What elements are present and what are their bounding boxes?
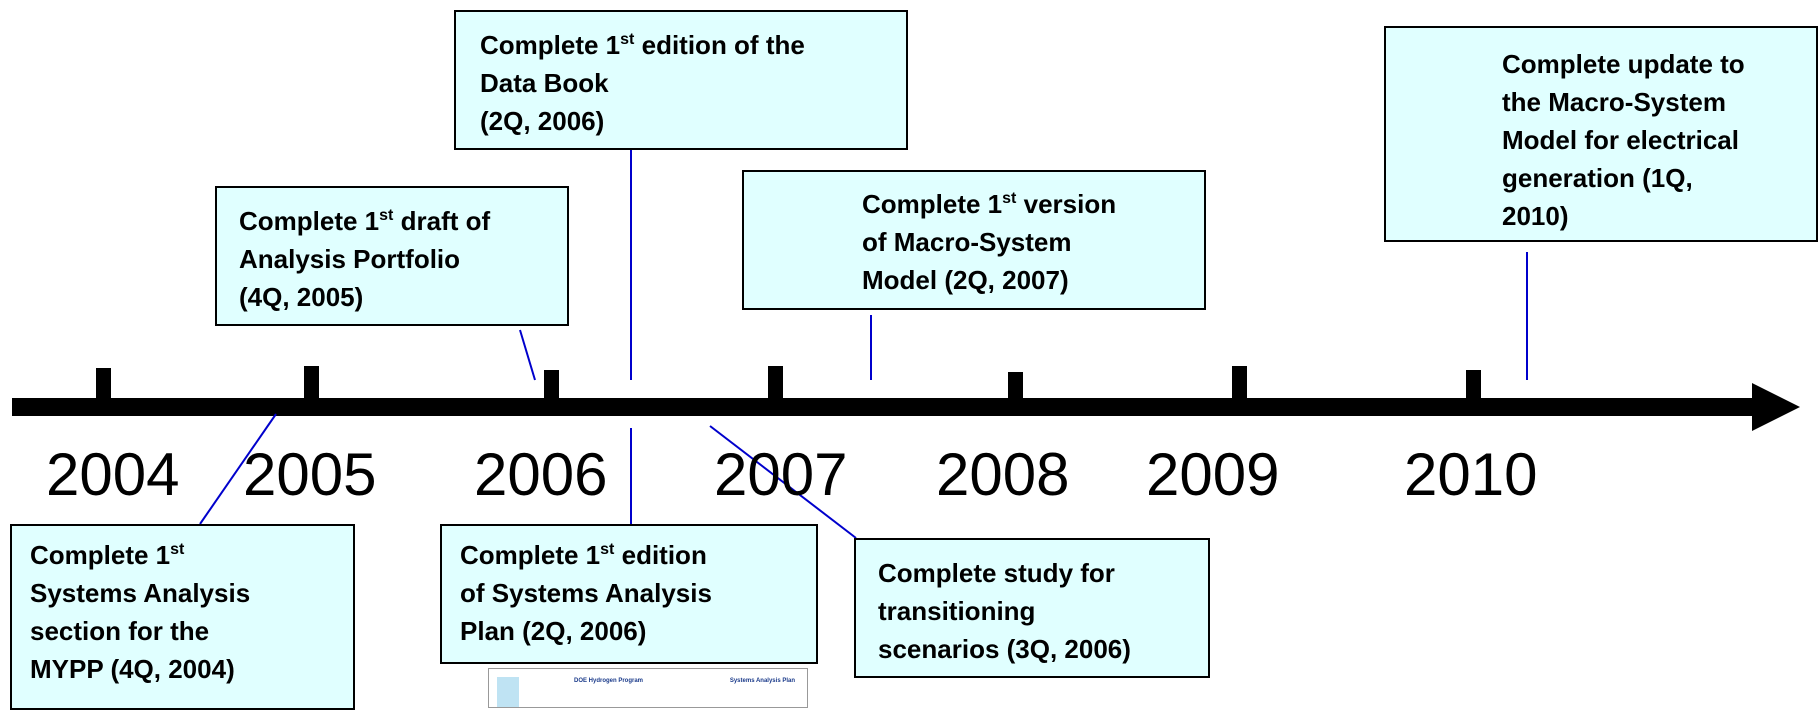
year-label-2010: 2010 [1404,441,1538,508]
year-label-2008: 2008 [936,441,1070,508]
milestone-analysis-portfolio: Complete 1st draft of Analysis Portfolio… [215,186,569,326]
milestone-transition-study: Complete study for transitioning scenari… [854,538,1210,678]
milestone-line: Analysis Portfolio [239,244,461,274]
milestone-line: the Macro-System [1502,87,1726,117]
milestone-systems-analysis-plan: Complete 1st edition of Systems Analysis… [440,524,818,664]
year-label-2009: 2009 [1146,441,1280,508]
year-label-2006: 2006 [474,441,608,508]
milestone-line: Complete update to [1502,49,1745,79]
milestone-line: Model for electrical [1502,125,1739,155]
connector-transition-study [709,425,857,539]
timeline-axis [12,398,1762,416]
milestone-line: transitioning [878,596,1036,626]
milestone-line: Complete study for [878,558,1115,588]
connector-mypp-section [199,413,277,525]
document-thumbnail: DOE Hydrogen Program Systems Analysis Pl… [488,668,808,708]
milestone-macro-system-model: Complete 1st version of Macro-System Mod… [742,170,1206,310]
tick-2004 [96,368,111,400]
tick-2009 [1232,366,1247,398]
milestone-line: scenarios (3Q, 2006) [878,634,1131,664]
milestone-data-book: Complete 1st edition of the Data Book (2… [454,10,908,150]
milestone-line: Complete 1st [30,540,185,570]
tick-2006 [544,370,559,402]
tick-2010 [1466,370,1481,402]
milestone-line: section for the [30,616,210,646]
milestone-line: Systems Analysis [30,578,251,608]
milestone-macro-system-update: Complete update to the Macro-System Mode… [1384,26,1818,242]
milestone-line: (2Q, 2006) [480,106,605,136]
year-label-2004: 2004 [46,441,180,508]
timeline-graphic [12,150,1800,539]
milestone-line: Complete 1st version [862,189,1117,219]
document-thumbnail-right-header: Systems Analysis Plan [729,678,795,684]
milestone-line: of Macro-System [862,227,1072,257]
milestone-line: (4Q, 2005) [239,282,364,312]
milestone-line: Data Book [480,68,609,98]
year-label-2007: 2007 [714,441,848,508]
tick-2005 [304,366,319,398]
tick-2008 [1008,372,1023,404]
milestone-line: 2010) [1502,201,1569,231]
connector-analysis-portfolio [519,329,536,381]
document-thumbnail-strip [497,677,519,707]
milestone-line: MYPP (4Q, 2004) [30,654,235,684]
milestone-mypp-section: Complete 1st Systems Analysis section fo… [10,524,355,710]
tick-2007 [768,366,783,398]
timeline-arrowhead [1752,383,1800,431]
year-label-2005: 2005 [243,441,377,508]
milestone-line: Complete 1st edition of the [480,30,805,60]
milestone-line: generation (1Q, [1502,163,1693,193]
milestone-line: Complete 1st edition [460,540,707,570]
milestone-line: Complete 1st draft of [239,206,491,236]
document-thumbnail-left-header: DOE Hydrogen Program [574,678,644,684]
milestone-line: Plan (2Q, 2006) [460,616,647,646]
milestone-line: Model (2Q, 2007) [862,265,1069,295]
milestone-line: of Systems Analysis [460,578,712,608]
